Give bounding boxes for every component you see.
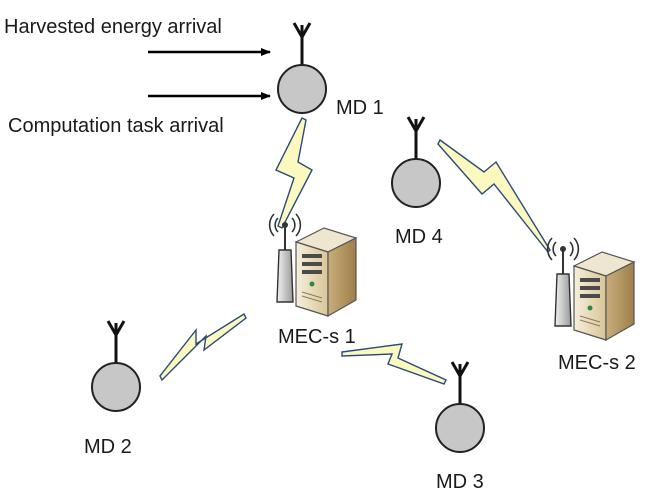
link-md4-mec2 xyxy=(437,138,551,254)
link-md1-mec1 xyxy=(275,117,313,229)
md4-label: MD 4 xyxy=(395,226,443,248)
link-mec1-md3 xyxy=(341,343,447,385)
wireless-links xyxy=(159,117,551,385)
server-mec2-icon xyxy=(546,237,635,341)
link-md2-mec1 xyxy=(159,312,247,382)
device-md3-icon xyxy=(434,360,486,454)
mec2-label: MEC-s 2 xyxy=(558,352,636,374)
md2-label: MD 2 xyxy=(84,436,132,458)
device-md1-icon xyxy=(276,21,328,115)
server-mec1-icon xyxy=(268,213,357,317)
arrival-arrows xyxy=(148,48,271,100)
device-md4-icon xyxy=(390,115,442,209)
md3-label: MD 3 xyxy=(436,471,484,493)
energy-arrival-label: Harvested energy arrival xyxy=(4,16,222,38)
md1-label: MD 1 xyxy=(336,97,384,119)
mec1-label: MEC-s 1 xyxy=(278,326,356,348)
device-md2-icon xyxy=(90,319,142,413)
task-arrival-label: Computation task arrival xyxy=(8,115,224,137)
